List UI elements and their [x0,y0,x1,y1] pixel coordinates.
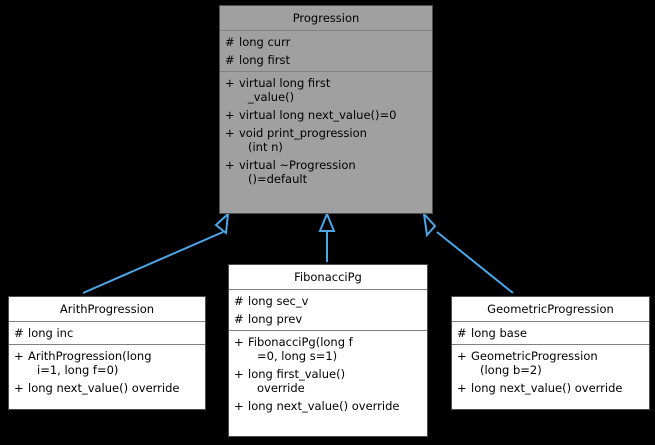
operation-row: + long next_value() override [452,379,649,397]
operation-label-continuation: i=1, long f=0) [37,363,119,378]
operation-row: + long next_value() override [229,397,427,415]
class-separator [229,289,427,291]
operation-label: long first_value()override [247,367,423,395]
visibility-marker: # [14,326,24,341]
attributes-section-geometricprogression: # long base [452,322,649,344]
operation-row: + long first_value()override [229,365,427,397]
operation-label: virtual long next_value()=0 [239,108,397,123]
operation-label-continuation: override [257,381,305,396]
class-title-geometricprogression: GeometricProgression [487,302,614,316]
operations-section-fibonaccipg: + FibonacciPg(long f=0, long s=1) + long… [229,331,427,417]
class-box-arithprogression[interactable]: ArithProgression # long inc + ArithProgr… [8,296,206,410]
operation-row: + GeometricProgression(long b=2) [452,347,649,379]
operation-label: FibonacciPg(long f=0, long s=1) [247,335,423,363]
class-separator [452,321,649,323]
operation-row: + virtual long next_value()=0 [220,106,432,124]
operations-section-progression: + virtual long first_value() + virtual l… [220,72,432,190]
attribute-label: long inc [28,326,74,341]
visibility-marker: # [225,35,235,50]
visibility-marker: + [234,335,244,350]
visibility-marker: + [234,399,244,414]
visibility-marker: + [234,367,244,382]
class-box-geometricprogression[interactable]: GeometricProgression # long base + Geome… [451,296,650,410]
attributes-section-arithprogression: # long inc [9,322,205,344]
attribute-label: long prev [248,312,303,327]
attribute-label: long base [471,326,527,341]
edge-fibonacci-to-progression [318,211,336,262]
operation-label-continuation: ()=default [248,172,308,187]
visibility-marker: + [225,158,235,173]
attribute-row: # long inc [9,324,205,342]
operation-label-continuation: =0, long s=1) [257,349,338,364]
operation-label: long next_value() override [471,381,623,396]
operation-label-continuation: _value() [248,90,295,105]
operation-label: void print_progression(int n) [238,126,428,154]
visibility-marker: # [234,294,244,309]
visibility-marker: + [457,381,467,396]
class-separator [9,321,205,323]
class-title-fibonaccipg: FibonacciPg [294,270,362,284]
operation-row: + FibonacciPg(long f=0, long s=1) [229,333,427,365]
class-separator [9,344,205,346]
visibility-marker: + [14,349,24,364]
operations-section-geometricprogression: + GeometricProgression(long b=2) + long … [452,345,649,399]
operation-row: + long next_value() override [9,379,205,397]
operation-label-continuation: (int n) [248,140,283,155]
visibility-marker: + [457,349,467,364]
visibility-marker: # [225,53,235,68]
class-title-arithprogression: ArithProgression [59,302,155,316]
attribute-row: # long base [452,324,649,342]
operation-label: virtual ~Progression()=default [238,158,428,186]
class-separator [452,344,649,346]
class-box-fibonaccipg[interactable]: FibonacciPg # long sec_v # long prev + F… [228,264,428,437]
visibility-marker: + [225,108,235,123]
operation-label: GeometricProgression(long b=2) [470,349,645,377]
operation-label: long next_value() override [248,399,400,414]
class-separator [220,71,432,73]
attributes-section-fibonaccipg: # long sec_v # long prev [229,290,427,330]
operation-label: virtual long first_value() [238,76,428,104]
attribute-row: # long sec_v [229,292,427,310]
operation-label-continuation: (long b=2) [480,363,542,378]
visibility-marker: + [14,381,24,396]
attribute-label: long sec_v [248,294,309,309]
attribute-row: # long prev [229,310,427,328]
class-box-progression[interactable]: Progression # long curr # long first + v… [219,5,433,214]
attribute-label: long first [239,53,290,68]
visibility-marker: # [234,312,244,327]
class-title-progression: Progression [292,11,360,25]
edge-geometric-to-progression [422,210,514,294]
attribute-label: long curr [239,35,291,50]
visibility-marker: + [225,76,235,91]
operation-row: + virtual long first_value() [220,74,432,106]
attribute-row: # long curr [220,33,432,51]
class-separator [220,30,432,32]
edge-arith-to-progression [82,211,230,294]
attribute-row: # long first [220,51,432,69]
class-separator [229,330,427,332]
operation-label: long next_value() override [28,381,180,396]
visibility-marker: + [225,126,235,141]
operation-row: + void print_progression(int n) [220,124,432,156]
attributes-section-progression: # long curr # long first [220,31,432,71]
operation-row: + virtual ~Progression()=default [220,156,432,188]
visibility-marker: # [457,326,467,341]
